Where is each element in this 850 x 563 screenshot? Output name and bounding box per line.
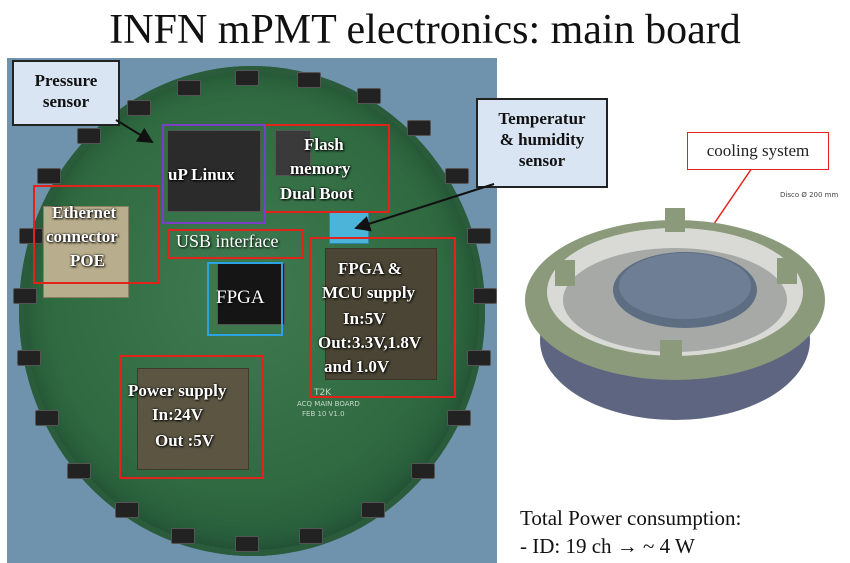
supply-label-line1: FPGA & bbox=[338, 259, 402, 278]
ethernet-highlight bbox=[33, 185, 160, 284]
up-linux-label: uP Linux bbox=[168, 165, 235, 184]
rim-connector bbox=[13, 288, 37, 304]
ethernet-label-line2: connector bbox=[46, 227, 118, 246]
bracket bbox=[665, 208, 685, 232]
power-highlight bbox=[119, 355, 264, 479]
board-photo: T2K ACQ MAIN BOARD FEB 10 V1.0 bbox=[7, 58, 497, 563]
silkscreen-board-name: ACQ MAIN BOARD bbox=[297, 400, 360, 408]
slide-title: INFN mPMT electronics: main board bbox=[109, 7, 741, 53]
power-label-line1: Power supply bbox=[128, 381, 227, 400]
pressure-callout-line1: Pressure bbox=[34, 71, 98, 90]
silkscreen-t2k: T2K bbox=[314, 388, 332, 398]
rim-connector bbox=[67, 463, 91, 479]
temp-callout-line3: sensor bbox=[518, 151, 566, 170]
rim-connector bbox=[361, 502, 385, 518]
bracket bbox=[555, 260, 575, 286]
fpga-chip bbox=[217, 263, 285, 325]
pressure-callout-line2: sensor bbox=[42, 92, 90, 111]
power-consumption-value: - ID: 19 ch → ~ 4 W bbox=[520, 534, 695, 558]
supply-highlight bbox=[309, 237, 456, 398]
rim-connector bbox=[357, 88, 381, 104]
pressure-arrow bbox=[115, 119, 154, 144]
rim-connector bbox=[77, 128, 101, 144]
supply-label-line2: MCU supply bbox=[322, 283, 416, 302]
rim-connector bbox=[445, 168, 469, 184]
temperature-sensor-callout: Temperatur & humidity sensor bbox=[476, 98, 608, 188]
supply-module bbox=[325, 248, 437, 380]
temp-callout-line2: & humidity bbox=[499, 130, 585, 149]
rim-connector bbox=[299, 528, 323, 544]
rim-connector bbox=[19, 228, 43, 244]
fpga-label: FPGA bbox=[216, 287, 265, 308]
cooling-system-label: cooling system bbox=[687, 132, 829, 170]
linux-highlight bbox=[162, 124, 266, 224]
supply-label-line3: In:5V bbox=[343, 309, 386, 328]
rim-connector bbox=[35, 410, 59, 426]
rim-connector bbox=[17, 350, 41, 366]
rim-connector bbox=[235, 536, 259, 552]
rim-connector bbox=[473, 288, 497, 304]
fpga-highlight bbox=[207, 262, 283, 336]
total-power-heading: Total Power consumption: bbox=[520, 506, 742, 530]
linux-module bbox=[167, 130, 261, 212]
rim-connector bbox=[127, 100, 151, 116]
bracket bbox=[660, 340, 682, 362]
silkscreen-version: FEB 10 V1.0 bbox=[302, 410, 345, 418]
rim-connector bbox=[235, 70, 259, 86]
ethernet-label-line3: POE bbox=[70, 251, 105, 270]
rim-connector bbox=[177, 80, 201, 96]
flash-label-line1: Flash bbox=[304, 135, 344, 154]
power-label-line3: Out :5V bbox=[155, 431, 215, 450]
usb-label: USB interface bbox=[176, 231, 279, 251]
flash-chip bbox=[275, 130, 311, 176]
rim-connector bbox=[115, 502, 139, 518]
flash-label-line3: Dual Boot bbox=[280, 184, 354, 203]
temp-callout-line1: Temperatur bbox=[498, 109, 586, 128]
supply-label-line4: Out:3.3V,1.8V bbox=[318, 333, 422, 352]
power-module bbox=[137, 368, 249, 470]
supply-label-line5: and 1.0V bbox=[324, 357, 390, 376]
flash-label-line2: memory bbox=[290, 159, 351, 178]
power-label-line2: In:24V bbox=[152, 405, 204, 424]
rim-connector bbox=[467, 350, 491, 366]
rim-connector bbox=[467, 228, 491, 244]
temperature-arrow bbox=[354, 183, 495, 232]
usb-highlight bbox=[167, 229, 304, 259]
rim-connector bbox=[37, 168, 61, 184]
rim-connector bbox=[407, 120, 431, 136]
rim-connector bbox=[297, 72, 321, 88]
cooling-assembly-drawing bbox=[525, 208, 825, 420]
rim-connector bbox=[411, 463, 435, 479]
ethernet-label-line1: Ethernet bbox=[52, 203, 117, 222]
disco-dimension-label: Disco Ø 200 mm bbox=[780, 191, 839, 199]
rim-connector bbox=[447, 410, 471, 426]
pressure-sensor-callout: Pressure sensor bbox=[12, 60, 120, 126]
cooling-plate-top bbox=[619, 253, 751, 319]
bracket bbox=[777, 258, 797, 284]
rim-connector bbox=[171, 528, 195, 544]
